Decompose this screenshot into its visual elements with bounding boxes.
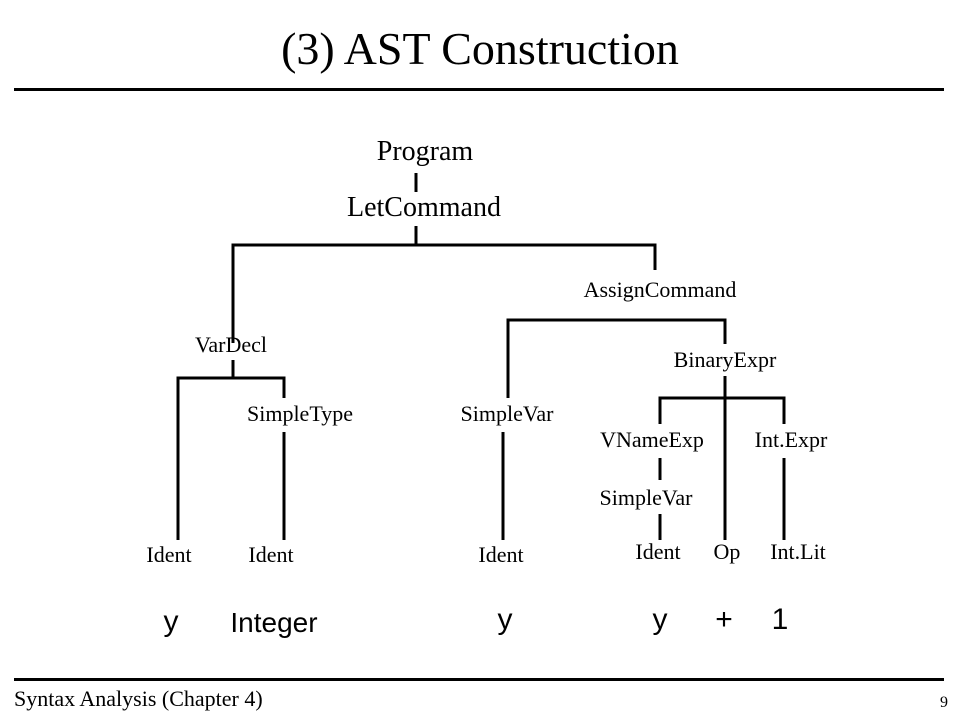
- edge-let-children: [231, 243, 657, 343]
- node-ident-3: Ident: [478, 542, 523, 567]
- token-y-1: y: [164, 605, 179, 638]
- node-simplevar-inner: SimpleVar: [600, 485, 694, 510]
- edge-assign-children: [506, 318, 727, 398]
- token-integer: Integer: [230, 607, 317, 638]
- slide-title: (3) AST Construction: [281, 23, 679, 74]
- footer-text: Syntax Analysis (Chapter 4): [14, 686, 263, 711]
- title-divider: [14, 88, 944, 91]
- token-y-3: y: [653, 603, 668, 636]
- node-program: Program: [377, 136, 474, 167]
- edge-vardecl-branch: [176, 376, 286, 540]
- node-intexpr: Int.Expr: [755, 427, 828, 452]
- node-intlit: Int.Lit: [770, 539, 826, 564]
- token-y-2: y: [498, 603, 513, 636]
- node-op: Op: [714, 539, 741, 564]
- tree-edges: [176, 173, 786, 540]
- node-letcommand: LetCommand: [347, 192, 501, 223]
- node-ident-4: Ident: [635, 539, 680, 564]
- node-ident-2: Ident: [248, 542, 293, 567]
- footer-divider: [14, 678, 944, 681]
- node-vardecl: VarDecl: [195, 332, 267, 357]
- token-one: 1: [772, 603, 789, 636]
- node-vnameexp: VNameExp: [600, 427, 704, 452]
- token-plus: +: [715, 603, 733, 636]
- node-binaryexpr: BinaryExpr: [674, 347, 777, 372]
- node-simplevar-left: SimpleVar: [461, 401, 555, 426]
- edge-binaryexpr-children: [658, 396, 786, 424]
- node-simpletype: SimpleType: [247, 401, 353, 426]
- page-number: 9: [940, 694, 948, 711]
- node-ident-1: Ident: [146, 542, 191, 567]
- node-assigncommand: AssignCommand: [584, 277, 737, 302]
